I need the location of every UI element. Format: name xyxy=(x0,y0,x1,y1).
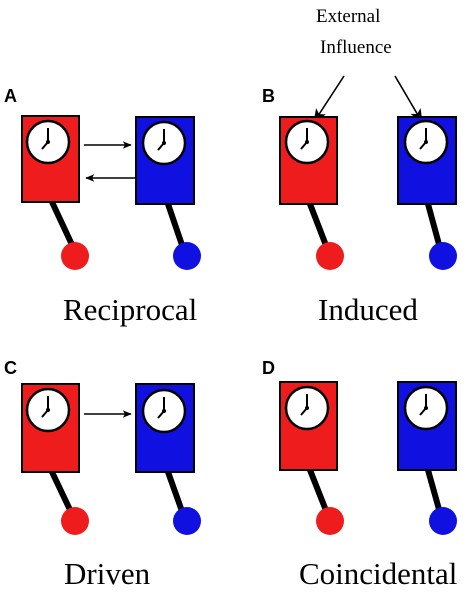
left-pendulum-clock xyxy=(21,115,89,270)
right-pendulum-clock xyxy=(135,383,201,535)
clock-icon xyxy=(284,119,330,165)
clock-icon xyxy=(284,385,330,431)
clock-icon xyxy=(403,385,449,431)
panel-d: D Coincidental xyxy=(262,358,457,591)
pendulum-rod xyxy=(425,469,443,514)
clock-icon xyxy=(141,388,187,434)
pendulum-bob xyxy=(61,507,89,535)
panel-letter-a: A xyxy=(4,86,17,106)
left-pendulum-clock xyxy=(279,381,344,535)
arrow-icon xyxy=(313,75,345,123)
panel-b: B External Influence Induced xyxy=(262,6,457,327)
panel-c: C Driven xyxy=(4,358,201,591)
pendulum-bob xyxy=(429,507,457,535)
pendulum-bob xyxy=(429,242,457,270)
clock-icon xyxy=(25,119,71,165)
right-pendulum-clock xyxy=(397,116,457,270)
pendulum-bob xyxy=(61,242,89,270)
pendulum-rod xyxy=(49,470,75,516)
panel-a: A Reciprocal xyxy=(4,86,201,327)
caption-reciprocal: Reciprocal xyxy=(63,292,197,327)
pendulum-bob xyxy=(173,242,201,270)
arrow-icon xyxy=(394,75,423,124)
pendulum-rod xyxy=(49,200,77,251)
pendulum-bob xyxy=(316,242,344,270)
panel-letter-c: C xyxy=(4,358,17,378)
pendulum-rod xyxy=(165,470,186,516)
clock-icon xyxy=(403,119,449,165)
pendulum-rod xyxy=(425,203,443,249)
left-pendulum-clock xyxy=(21,383,89,535)
pendulum-bob xyxy=(173,507,201,535)
pendulum-rod xyxy=(307,202,330,250)
caption-induced: Induced xyxy=(318,292,418,327)
caption-driven: Driven xyxy=(64,556,151,591)
external-label-line1: External xyxy=(316,6,380,27)
clock-icon xyxy=(25,387,71,433)
left-pendulum-clock xyxy=(279,116,344,270)
panel-letter-d: D xyxy=(262,358,275,378)
pendulum-rod xyxy=(165,203,186,249)
right-pendulum-clock xyxy=(397,381,457,535)
panel-letter-b: B xyxy=(262,86,275,106)
right-pendulum-clock xyxy=(135,116,201,270)
external-label-line2: Influence xyxy=(320,37,392,58)
pendulum-bob xyxy=(316,507,344,535)
clock-icon xyxy=(141,120,187,166)
caption-coincidental: Coincidental xyxy=(299,556,457,591)
pendulum-rod xyxy=(307,468,330,515)
